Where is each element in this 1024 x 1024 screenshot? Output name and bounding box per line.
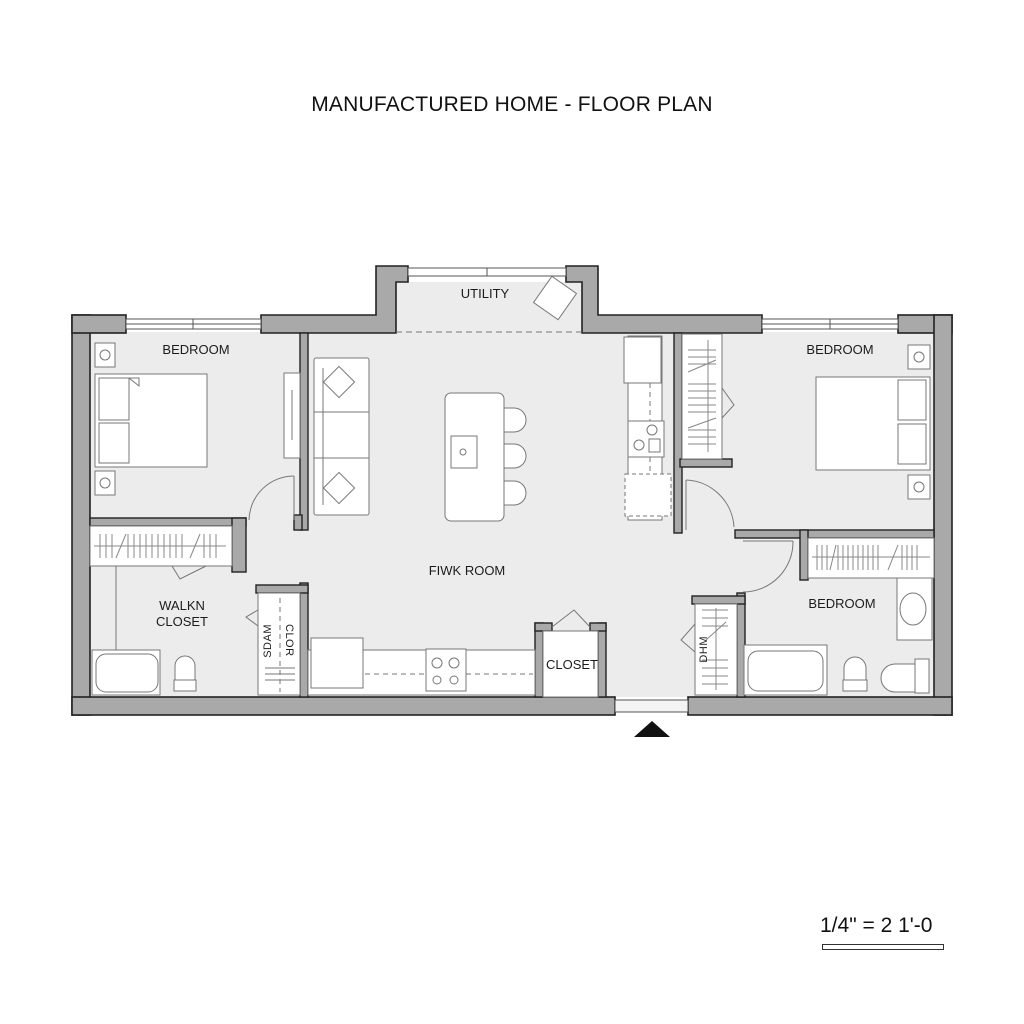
room-label-bedroom-right: BEDROOM (806, 342, 874, 357)
room-label-bedroom-bath: BEDROOM (808, 596, 876, 611)
closet-label-dhm: DHM (698, 636, 710, 663)
exterior-walls (71, 265, 953, 716)
room-label-family-room: FIWK ROOM (428, 563, 506, 578)
closet-label-clos: CLOR (283, 624, 295, 657)
plan-title: MANUFACTURED HOME - FLOOR PLAN (311, 93, 713, 116)
entry-marker-icon (634, 721, 670, 737)
closet-label-wash: SDAM (262, 624, 274, 658)
room-label-walkin-line1: WALKN (159, 598, 205, 613)
scale-bar (822, 944, 944, 950)
floor-area (90, 282, 934, 697)
room-label-bedroom-left: BEDROOM (162, 342, 230, 357)
room-label-walkin-line2: CLOSET (155, 614, 208, 629)
scale-text: 1/4" = 2 1'-0 (820, 914, 933, 937)
room-label-utility: UTILITY (460, 286, 510, 301)
fixtures (89, 275, 935, 698)
room-label-closet: CLOSET (545, 657, 598, 672)
windows (125, 267, 899, 713)
